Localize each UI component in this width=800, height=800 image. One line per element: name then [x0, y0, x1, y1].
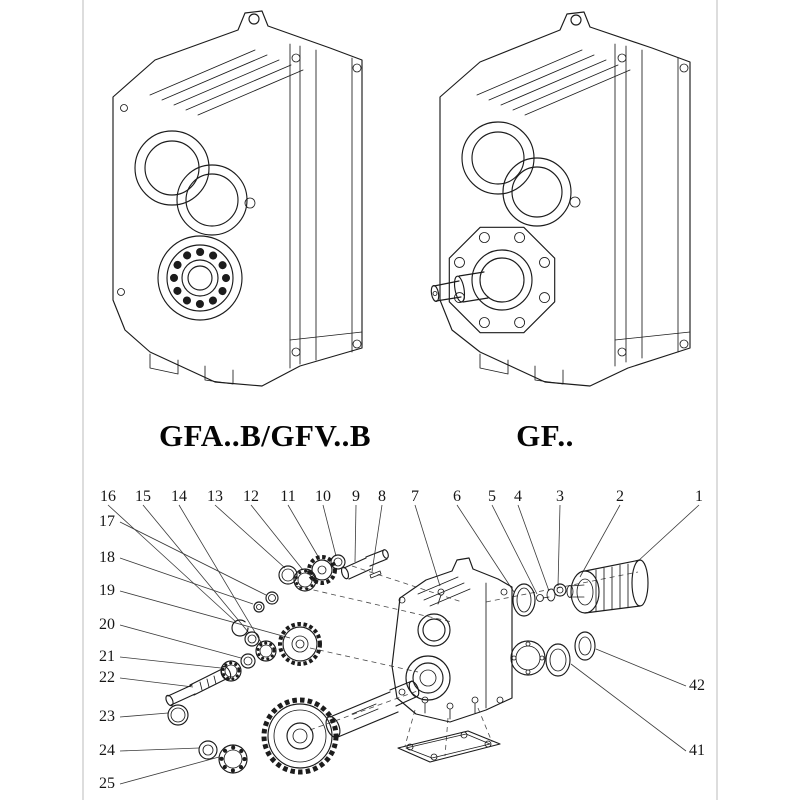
- spacer: [253, 601, 265, 613]
- washer: [198, 740, 218, 760]
- bushing: [546, 588, 556, 602]
- callout-2: 2: [616, 488, 624, 505]
- callout-25: 25: [99, 775, 115, 792]
- callout-15: 15: [135, 488, 151, 505]
- input-shaft: [340, 549, 389, 580]
- bolt: [536, 594, 544, 602]
- callout-12: 12: [243, 488, 259, 505]
- motor-adapter: [566, 559, 649, 614]
- gearbox-gf-drawing: [430, 11, 691, 387]
- shim-ring-42: [574, 631, 596, 661]
- callout-42: 42: [689, 677, 705, 694]
- shim-ring-41: [545, 643, 571, 677]
- callout-16: 16: [100, 488, 116, 505]
- spacer-ring: [265, 591, 279, 605]
- cooling-fins: [149, 49, 304, 116]
- side-panel-ribs: [289, 43, 363, 369]
- cover-plate: [397, 696, 501, 763]
- oil-plug: [569, 196, 581, 208]
- model-label-gf: GF..: [516, 418, 574, 453]
- lifting-eye-hole: [570, 14, 582, 26]
- intermediate-gear-cluster: [165, 622, 322, 707]
- input-shaft-cluster: [278, 549, 389, 592]
- snap-ring: [231, 619, 249, 637]
- assembly-axis-lines: [295, 565, 639, 757]
- cooling-fins: [476, 49, 631, 116]
- washer: [330, 554, 346, 570]
- intermediate-pinion-shaft: [165, 665, 232, 707]
- callout-6: 6: [453, 488, 461, 505]
- callout-5: 5: [488, 488, 496, 505]
- callout-19: 19: [99, 582, 115, 599]
- callout-14: 14: [171, 488, 187, 505]
- callout-24: 24: [99, 742, 115, 759]
- callout-18: 18: [99, 549, 115, 566]
- oil-plug: [244, 197, 256, 209]
- output-flange: [448, 226, 556, 334]
- callout-23: 23: [99, 708, 115, 725]
- bearing-cover-and-shims: [510, 631, 596, 677]
- callout-9: 9: [352, 488, 360, 505]
- gasket: [512, 583, 536, 617]
- callout-8: 8: [378, 488, 386, 505]
- cover-screws: [421, 696, 479, 720]
- gear-bosses: [461, 121, 581, 227]
- retaining-parts: [231, 591, 279, 662]
- pinion-gear: [307, 555, 337, 585]
- coupling-ring: [553, 583, 567, 597]
- intermediate-gear: [278, 622, 322, 666]
- washer: [244, 631, 260, 647]
- leader-lines-left: [119, 521, 291, 785]
- ring: [240, 653, 256, 669]
- lifting-eye-hole: [248, 13, 260, 25]
- output-gear: [261, 697, 339, 775]
- output-hollow-shaft: [325, 680, 420, 739]
- model-label-gfab: GFA..B/GFV..B: [158, 418, 372, 453]
- oil-seal: [278, 565, 298, 585]
- output-bearing: [157, 235, 243, 321]
- callout-7: 7: [411, 488, 419, 505]
- mounting-feet: [479, 353, 564, 385]
- callout-17: 17: [99, 513, 115, 530]
- callout-22: 22: [99, 669, 115, 686]
- callout-1: 1: [695, 488, 703, 505]
- callout-10: 10: [315, 488, 331, 505]
- output-cluster: [167, 680, 420, 775]
- gearbox-gfab-drawing: [112, 10, 363, 387]
- callout-13: 13: [207, 488, 223, 505]
- bearing: [255, 640, 277, 662]
- bearing-cover: [510, 640, 546, 676]
- leader-lines-top: [107, 504, 700, 645]
- callout-4: 4: [514, 488, 522, 505]
- side-panel-ribs: [614, 43, 691, 367]
- callout-3: 3: [556, 488, 564, 505]
- mounting-feet: [149, 353, 234, 385]
- leader-lines-right: [570, 648, 687, 752]
- input-side-small-parts: [512, 583, 567, 617]
- callout-20: 20: [99, 616, 115, 633]
- callout-11: 11: [280, 488, 296, 505]
- callout-21: 21: [99, 648, 115, 665]
- ball-bearing: [218, 744, 248, 774]
- seal-ring: [167, 704, 189, 726]
- exploded-housing: [391, 557, 513, 723]
- output-shaft: [430, 271, 489, 303]
- callout-41: 41: [689, 742, 705, 759]
- exploded-view-drawing: [107, 504, 700, 785]
- gear-bosses: [134, 130, 256, 236]
- shaft-key: [369, 570, 382, 579]
